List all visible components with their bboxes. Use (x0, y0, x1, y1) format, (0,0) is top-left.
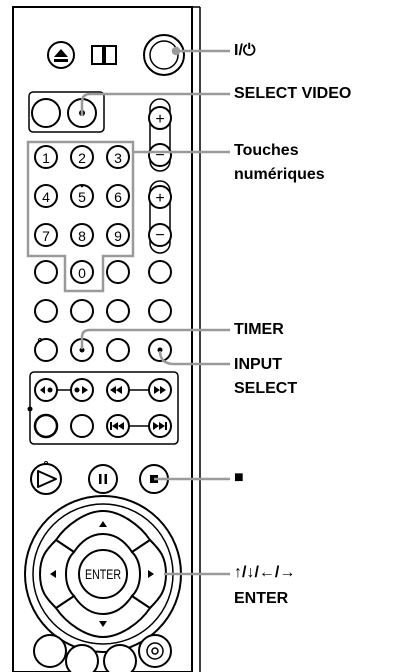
left-arrow-icon[interactable] (50, 570, 56, 578)
round-button[interactable] (106, 338, 130, 362)
callout-input (158, 350, 230, 366)
svg-text:+: + (155, 111, 164, 128)
pause-button[interactable] (88, 464, 118, 494)
label-select-video: SELECT VIDEO (234, 85, 352, 102)
fast-forward-button[interactable] (148, 378, 172, 402)
number-key-0-label: 0 (78, 265, 86, 281)
round-button[interactable] (33, 413, 59, 439)
label-enter: ENTER (234, 590, 289, 607)
round-button[interactable] (106, 299, 130, 323)
return-button[interactable] (138, 634, 172, 668)
callout-dot-power (171, 46, 181, 56)
round-button[interactable] (70, 299, 94, 323)
round-button[interactable] (70, 414, 94, 438)
number-keys-outline (26, 140, 135, 293)
volume-plus-minus[interactable]: + − (148, 180, 172, 254)
remote-body (12, 6, 193, 672)
callout-select-video (80, 92, 230, 116)
number-key-7[interactable]: 7 (34, 223, 58, 247)
number-key-6[interactable]: 6 (106, 184, 130, 208)
label-timer: TIMER (234, 321, 284, 338)
number-key-2[interactable]: 2 (70, 145, 94, 169)
label-power: I/⏻ (234, 42, 256, 59)
right-arrow-icon[interactable] (148, 570, 154, 578)
number-key-0[interactable]: 0 (70, 260, 94, 284)
number-key-7-label: 7 (42, 228, 50, 244)
svg-text:+: + (155, 190, 164, 207)
svg-text:−: − (155, 147, 164, 164)
enter-button-label: ENTER (85, 566, 121, 582)
eject-button[interactable] (47, 41, 75, 69)
down-arrow-icon[interactable] (99, 621, 107, 627)
round-button[interactable] (103, 644, 137, 672)
label-input-line1: INPUT (234, 356, 282, 373)
label-arrows: ↑/↓/←/→ (234, 564, 296, 581)
number-key-5-label: 5 (78, 189, 86, 205)
number-key-1[interactable]: 1 (34, 145, 58, 169)
enter-button[interactable]: ENTER (78, 549, 128, 599)
number-key-1-label: 1 (42, 150, 50, 166)
round-button[interactable] (34, 299, 58, 323)
number-key-8-label: 8 (78, 228, 86, 244)
number-key-2-label: 2 (78, 150, 86, 166)
round-button[interactable] (106, 260, 130, 284)
label-touches-line2: numériques (234, 166, 325, 183)
select-video-frame (28, 91, 105, 133)
label-stop: ■ (234, 469, 244, 486)
callout-timer (80, 328, 230, 349)
power-button[interactable] (143, 34, 185, 76)
round-button[interactable] (34, 338, 58, 362)
program-plus-minus[interactable]: + − (148, 98, 172, 172)
play-button[interactable] (30, 461, 62, 495)
number-key-4-label: 4 (42, 189, 50, 205)
round-button[interactable] (65, 644, 99, 672)
number-key-4[interactable]: 4 (34, 184, 58, 208)
round-button[interactable] (33, 634, 67, 668)
round-button[interactable] (34, 260, 58, 284)
tv-video-button[interactable] (31, 98, 61, 128)
number-key-9[interactable]: 9 (106, 223, 130, 247)
number-key-8[interactable]: 8 (70, 223, 94, 247)
jump-back-button[interactable] (34, 378, 58, 402)
jump-forward-button[interactable] (70, 378, 94, 402)
next-button[interactable] (148, 414, 172, 438)
label-touches-line1: Touches (234, 142, 299, 159)
round-button[interactable] (148, 299, 172, 323)
label-input-line2: SELECT (234, 380, 298, 397)
number-key-3-label: 3 (114, 150, 122, 166)
round-button[interactable] (148, 260, 172, 284)
previous-button[interactable] (106, 414, 130, 438)
number-key-6-label: 6 (114, 189, 122, 205)
number-key-9-label: 9 (114, 228, 122, 244)
number-key-5[interactable]: 5 (70, 184, 94, 208)
display-button[interactable] (91, 45, 117, 65)
svg-text:−: − (155, 227, 164, 244)
rewind-button[interactable] (106, 378, 130, 402)
number-key-3[interactable]: 3 (106, 145, 130, 169)
callout-lines (80, 46, 230, 576)
up-arrow-icon[interactable] (99, 521, 107, 527)
